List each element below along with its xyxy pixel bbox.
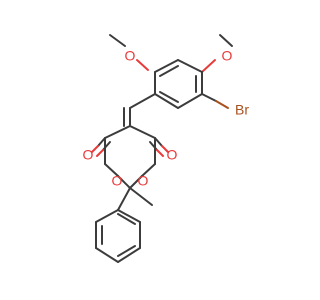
alkylidene-linkage: [123, 93, 156, 127]
methoxy-group-right: [201, 34, 233, 73]
benzene-ring-upper: [154, 59, 203, 109]
carbonyl-left: [91, 137, 111, 157]
carbonyl-oxygen-right: O: [167, 147, 178, 163]
chemical-structure: O O Br O O O O: [82, 34, 250, 263]
carbonyl-right: [149, 137, 169, 157]
bromine-atom: Br: [235, 102, 249, 118]
methoxy-oxygen-left: O: [125, 48, 136, 64]
phenyl-ring: [95, 187, 141, 263]
carbonyl-oxygen-left: O: [83, 147, 94, 163]
ring-oxygen-right: O: [138, 173, 149, 189]
dioxane-ring: [104, 125, 156, 189]
methoxy-oxygen-right: O: [222, 48, 233, 64]
ring-oxygen-left: O: [112, 173, 123, 189]
bromo-substituent: [201, 93, 229, 109]
methyl-substituent: [129, 187, 153, 206]
methoxy-group-left: [109, 34, 149, 71]
